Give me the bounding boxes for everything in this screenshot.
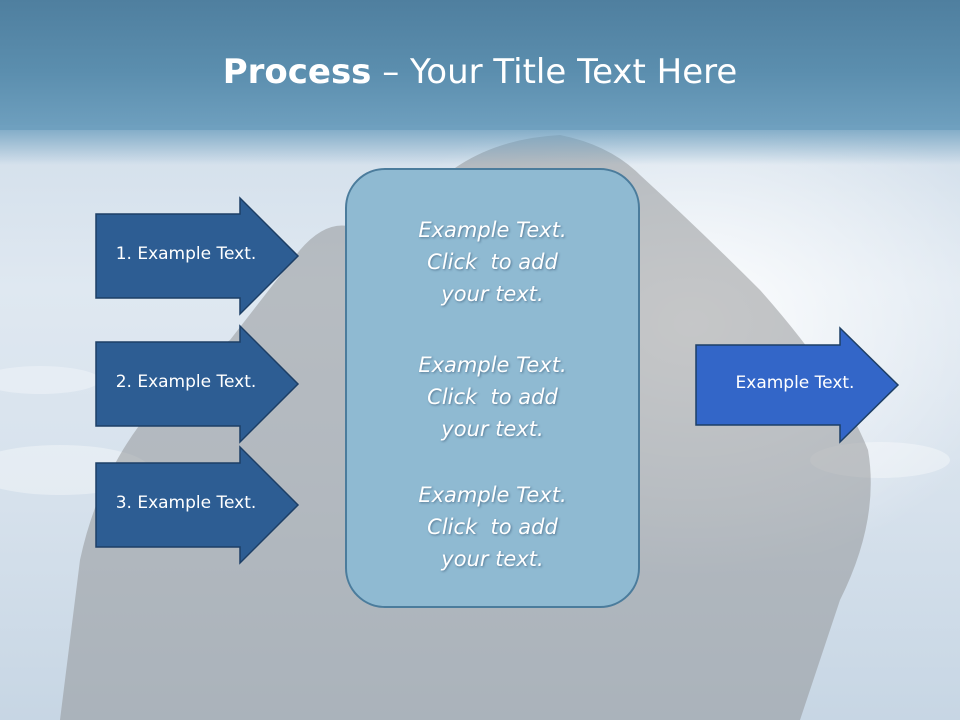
title-bar-fade <box>0 125 960 165</box>
text-line: Click to add <box>427 250 558 274</box>
center-text-block-3: Example Text. Click to add your text. <box>347 479 638 575</box>
text-line: Example Text. <box>418 218 567 242</box>
slide-title[interactable]: Process – Your Title Text Here <box>0 52 960 92</box>
left-arrow-3[interactable] <box>95 445 300 565</box>
left-arrow-1-label: 1. Example Text. <box>115 244 257 264</box>
text-line: Example Text. <box>418 483 567 507</box>
center-text-block-2: Example Text. Click to add your text. <box>347 349 638 445</box>
text-line: your text. <box>441 417 544 441</box>
text-line: Example Text. <box>418 353 567 377</box>
text-line: Click to add <box>427 385 558 409</box>
left-arrow-2-label: 2. Example Text. <box>115 372 257 392</box>
center-text-box[interactable]: Example Text. Click to add your text. Ex… <box>345 168 640 608</box>
right-arrow-label: Example Text. <box>735 373 855 393</box>
text-line: your text. <box>441 282 544 306</box>
text-line: Click to add <box>427 515 558 539</box>
slide-title-rest: – Your Title Text Here <box>371 52 738 92</box>
right-arrow[interactable] <box>695 326 900 444</box>
slide-title-bold: Process <box>222 52 372 92</box>
text-line: your text. <box>441 547 544 571</box>
left-arrow-1[interactable] <box>95 196 300 316</box>
left-arrow-2[interactable] <box>95 324 300 444</box>
title-bar <box>0 0 960 130</box>
center-text-block-1: Example Text. Click to add your text. <box>347 214 638 310</box>
left-arrow-3-label: 3. Example Text. <box>115 493 257 513</box>
